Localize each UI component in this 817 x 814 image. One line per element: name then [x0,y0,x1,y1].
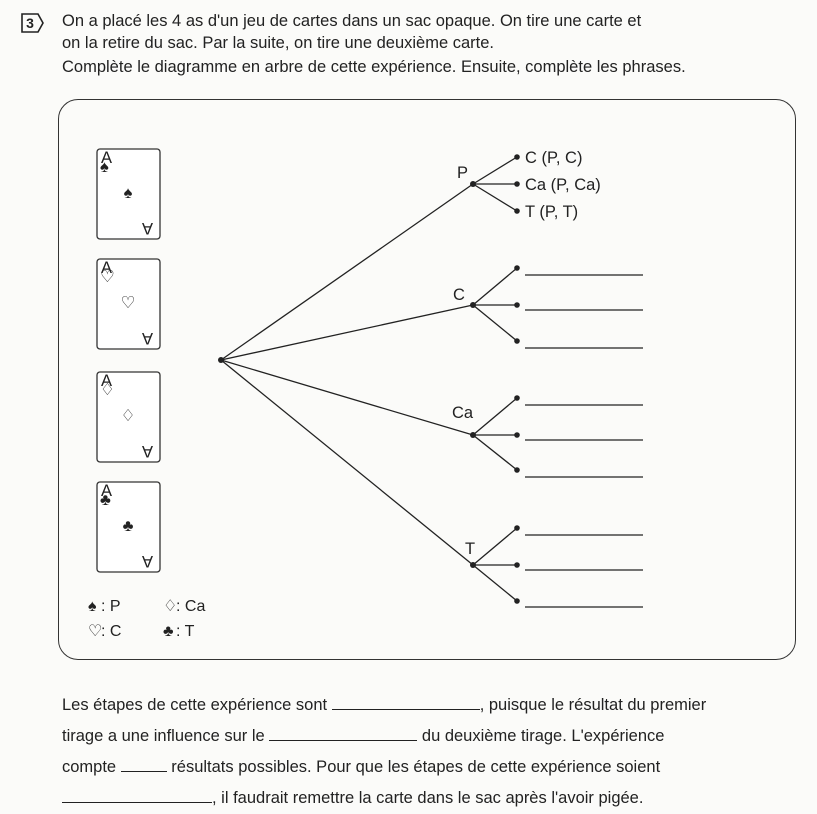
node-label-T: T [465,540,475,558]
blank-result-word[interactable] [269,726,417,741]
diamond-icon: ♢ [121,407,136,425]
node-label-Ca: Ca [452,404,474,422]
card-ace-heart: A ♡ ♡ A [97,259,160,349]
spade-icon: ♠ [100,158,109,176]
blank-step-type[interactable] [332,695,480,710]
club-icon: ♣ [123,517,134,535]
heart-icon: ♡ [121,294,136,312]
branch-C: C [453,265,643,348]
node-label-C: C [453,286,465,304]
text-segment: tirage a une influence sur le [62,727,269,745]
blank-independent[interactable] [62,788,212,803]
fill-in-paragraph: Les étapes de cette expérience sont , pu… [62,690,802,814]
card-ace-spade: A ♠ ♠ A [97,149,160,239]
club-icon: ♣ [163,623,174,640]
club-icon: ♣ [100,491,111,509]
card-rank: A [142,442,153,460]
card-rank: A [142,219,153,237]
text-segment: , puisque le résultat du premier [480,696,707,714]
blank-result-count[interactable] [121,757,167,772]
root-node [218,357,224,363]
paragraph-line-4: , il faudrait remettre la carte dans le … [62,783,802,814]
text-segment: du deuxième tirage. L'expérience [417,727,664,745]
outcome-P-C: C (P, C) [525,149,582,167]
legend-label: : Ca [176,598,205,615]
card-ace-diamond: A ♢ ♢ A [97,372,160,462]
text-segment: compte [62,758,121,776]
text-segment: , il faudrait remettre la carte dans le … [212,789,643,807]
suit-legend: ♠ : P ♢ : Ca ♡ : C ♣ : T [88,598,205,640]
branch-Ca: Ca [452,395,643,477]
paragraph-line-2: tirage a une influence sur le du deuxièm… [62,721,802,752]
first-level-branches [221,184,473,565]
paragraph-line-3: compte résultats possibles. Pour que les… [62,752,802,783]
heart-icon: ♡ [100,268,115,286]
branch-P: P C (P, C) Ca (P, Ca) T (P, T) [457,149,601,221]
branch-T: T [465,525,643,607]
card-rank: A [142,552,153,570]
card-rank: A [142,329,153,347]
outcome-P-T: T (P, T) [525,203,578,221]
diamond-icon: ♢ [100,381,115,399]
spade-icon: ♠ [88,598,97,615]
legend-label: : T [176,623,195,640]
text-segment: Les étapes de cette expérience sont [62,696,332,714]
legend-label: : P [101,598,121,615]
card-ace-club: A ♣ ♣ A [97,482,160,572]
spade-icon: ♠ [124,184,133,202]
text-segment: résultats possibles. Pour que les étapes… [167,758,660,776]
legend-label: : C [101,623,121,640]
outcome-P-Ca: Ca (P, Ca) [525,176,601,194]
paragraph-line-1: Les étapes de cette expérience sont , pu… [62,690,802,721]
node-label-P: P [457,164,468,182]
